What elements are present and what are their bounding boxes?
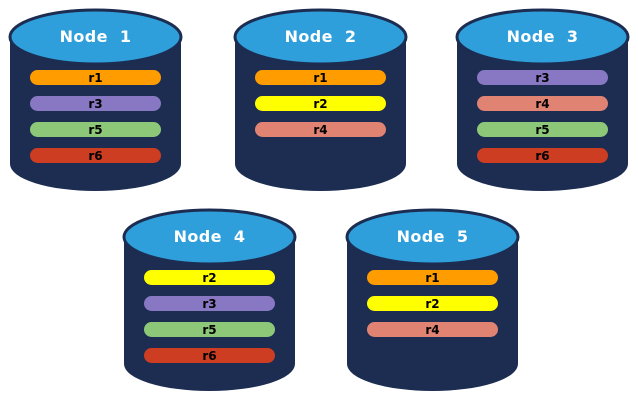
- replica-bar-list: r1 r2 r4: [233, 70, 408, 137]
- replica-bar[interactable]: r1: [367, 270, 498, 285]
- replica-label: r5: [202, 322, 217, 337]
- replica-bar[interactable]: r2: [367, 296, 498, 311]
- replica-bar[interactable]: r1: [30, 70, 161, 85]
- replica-label: r5: [535, 122, 550, 137]
- replica-label: r1: [88, 70, 103, 85]
- replica-bar-list: r2 r3 r5 r6: [122, 270, 297, 363]
- replica-label: r6: [88, 148, 103, 163]
- replica-bar[interactable]: r5: [477, 122, 608, 137]
- replica-bar[interactable]: r4: [477, 96, 608, 111]
- replica-bar[interactable]: r3: [477, 70, 608, 85]
- replica-bar[interactable]: r4: [367, 322, 498, 337]
- replica-label: r6: [202, 348, 217, 363]
- replica-label: r1: [313, 70, 328, 85]
- replica-label: r3: [88, 96, 103, 111]
- replica-bar[interactable]: r1: [255, 70, 386, 85]
- replica-label: r2: [313, 96, 328, 111]
- replica-bar[interactable]: r3: [30, 96, 161, 111]
- replica-bar[interactable]: r2: [144, 270, 275, 285]
- replica-bar[interactable]: r5: [30, 122, 161, 137]
- replica-bar[interactable]: r3: [144, 296, 275, 311]
- replica-bar[interactable]: r4: [255, 122, 386, 137]
- replica-label: r5: [88, 122, 103, 137]
- replica-label: r6: [535, 148, 550, 163]
- replica-label: r4: [425, 322, 440, 337]
- replica-label: r4: [535, 96, 550, 111]
- replica-label: r2: [425, 296, 440, 311]
- replica-bar-list: r1 r3 r5 r6: [8, 70, 183, 163]
- replica-bar[interactable]: r6: [144, 348, 275, 363]
- replica-bar-list: r1 r2 r4: [345, 270, 520, 337]
- replica-label: r2: [202, 270, 217, 285]
- replica-label: r3: [535, 70, 550, 85]
- replica-bar[interactable]: r5: [144, 322, 275, 337]
- replica-label: r3: [202, 296, 217, 311]
- replica-label: r4: [313, 122, 328, 137]
- replica-bar-list: r3 r4 r5 r6: [455, 70, 630, 163]
- replica-bar[interactable]: r2: [255, 96, 386, 111]
- replica-label: r1: [425, 270, 440, 285]
- replica-bar[interactable]: r6: [477, 148, 608, 163]
- replica-bar[interactable]: r6: [30, 148, 161, 163]
